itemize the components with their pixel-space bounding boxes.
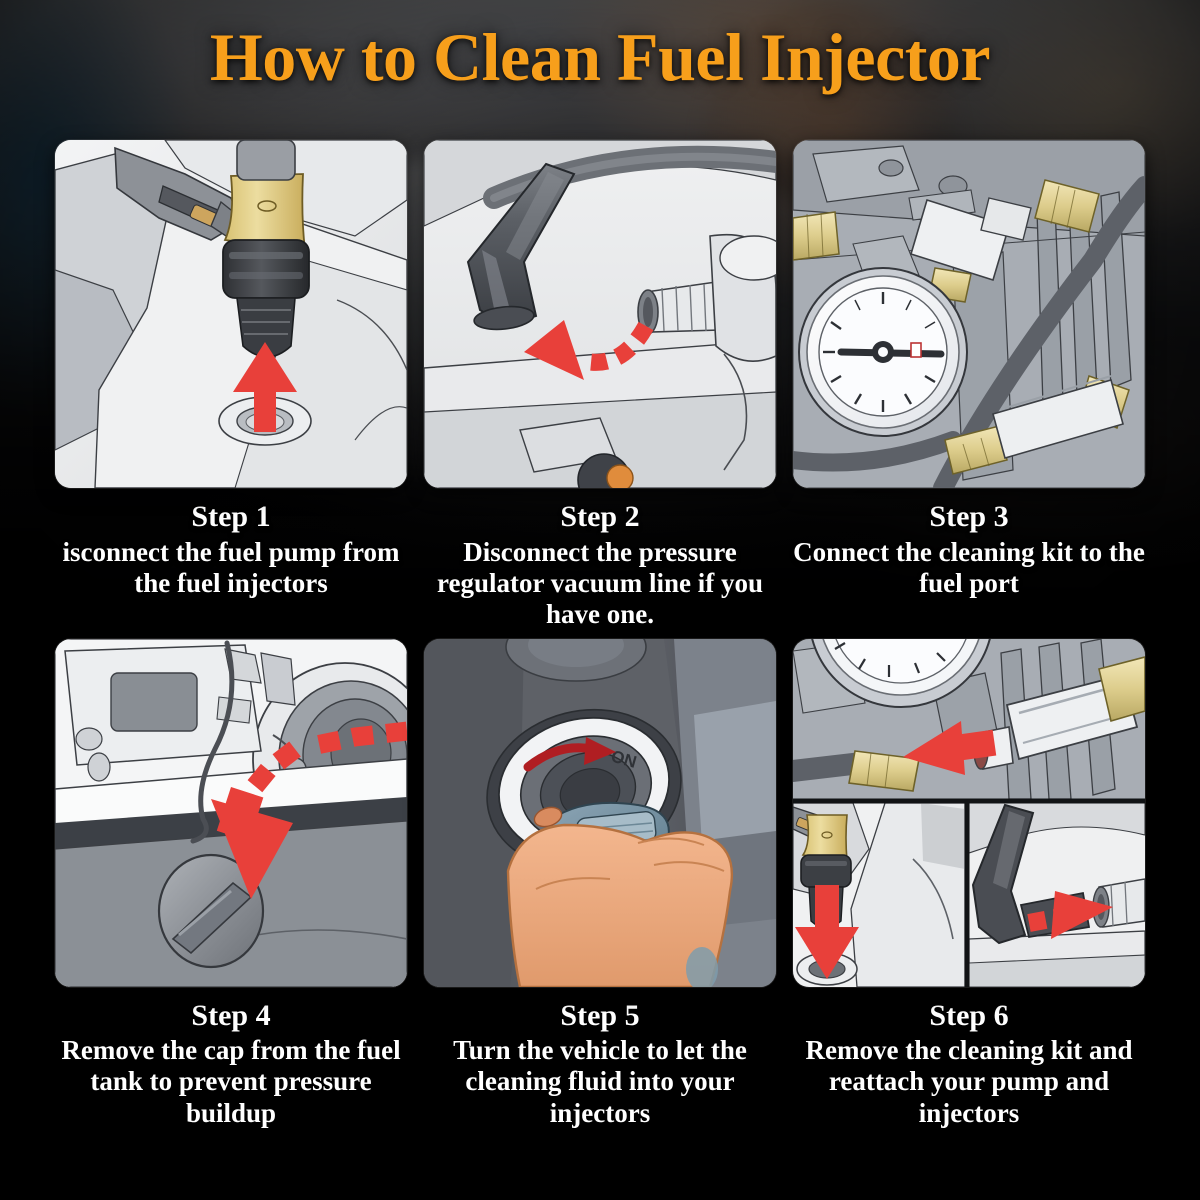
step-card-6: Step 6 Remove the cleaning kit and reatt… (793, 638, 1145, 1130)
step-6-sub-top (793, 638, 1145, 799)
step-4-svg (55, 638, 407, 987)
page-title: How to Clean Fuel Injector (209, 19, 991, 95)
step-4-label: Step 4 (191, 998, 271, 1032)
step-6-sub-bottom-left (793, 802, 965, 987)
hand-icon (506, 823, 734, 987)
step-card-3: Step 3 Connect the cleaning kit to the f… (793, 140, 1145, 631)
step-5-label: Step 5 (560, 998, 640, 1032)
step-4-description: Remove the cap from the fuel tank to pre… (61, 1035, 401, 1128)
step-2-svg (424, 140, 776, 488)
step-5-description: Turn the vehicle to let the cleaning flu… (453, 1035, 747, 1128)
red-down-arrow-injector-icon (795, 884, 859, 979)
step-3-caption: Step 3 Connect the cleaning kit to the f… (793, 488, 1145, 599)
step-6-label: Step 6 (929, 998, 1009, 1032)
step-3-description: Connect the cleaning kit to the fuel por… (793, 536, 1145, 598)
step-1-caption: Step 1 isconnect the fuel pump from the … (55, 488, 407, 599)
step-2-illustration (424, 140, 776, 488)
step-card-1: Step 1 isconnect the fuel pump from the … (55, 140, 407, 631)
step-1-illustration (55, 140, 407, 488)
step-2-description: Disconnect the pressure regulator vacuum… (436, 536, 763, 630)
red-left-arrow-icon (903, 720, 997, 775)
step-1-svg (55, 140, 407, 488)
step-6-illustration (793, 638, 1145, 987)
step-5-svg: ON (424, 638, 776, 987)
step-3-illustration (793, 140, 1145, 488)
step-1-description: isconnect the fuel pump from the fuel in… (62, 536, 400, 598)
step-5-caption: Step 5 Turn the vehicle to let the clean… (424, 987, 776, 1130)
step-6-sub-bottom-right (969, 802, 1145, 987)
red-turn-arrow-icon (523, 736, 616, 772)
step-5-illustration: ON (424, 638, 776, 987)
step-3-svg (793, 140, 1145, 488)
step-2-label: Step 2 (560, 500, 640, 533)
step-card-5: ON (424, 638, 776, 1130)
curved-red-arrow-icon (524, 320, 654, 380)
step-2-caption: Step 2 Disconnect the pressure regulator… (424, 488, 776, 631)
red-right-arrow-icon (1027, 890, 1113, 939)
step-card-4: Step 4 Remove the cap from the fuel tank… (55, 638, 407, 1130)
step-6-description: Remove the cleaning kit and reattach you… (805, 1035, 1133, 1128)
red-down-arrow-icon (211, 721, 407, 899)
red-up-arrow-icon (233, 342, 297, 432)
steps-grid: Step 1 isconnect the fuel pump from the … (55, 140, 1145, 1129)
step-card-2: Step 2 Disconnect the pressure regulator… (424, 140, 776, 631)
step-4-caption: Step 4 Remove the cap from the fuel tank… (55, 987, 407, 1130)
step-3-label: Step 3 (929, 500, 1009, 533)
step-1-label: Step 1 (191, 500, 271, 533)
fuel-cap-icon (157, 853, 265, 968)
pressure-gauge-icon (798, 267, 968, 437)
step-6-svg (793, 638, 1145, 987)
step-4-illustration (55, 638, 407, 987)
step-6-caption: Step 6 Remove the cleaning kit and reatt… (793, 987, 1145, 1130)
